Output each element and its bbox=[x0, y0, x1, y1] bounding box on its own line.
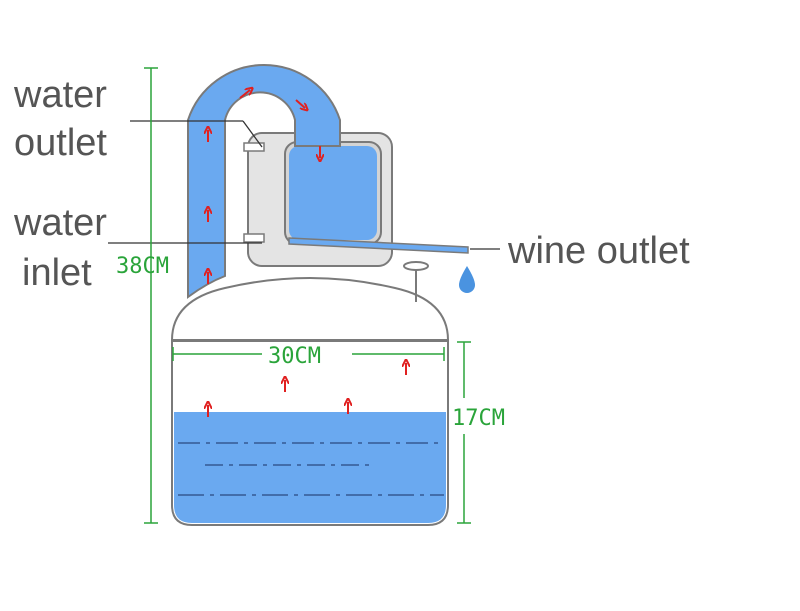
dimension-pot-height: 17CM bbox=[452, 406, 505, 431]
vapor-tube bbox=[187, 64, 341, 299]
flow-arrow bbox=[295, 99, 305, 108]
water-inlet-label-line1: water bbox=[13, 202, 107, 244]
pot-water bbox=[174, 412, 446, 523]
dimension-width: 30CM bbox=[268, 344, 321, 369]
flow-arrows bbox=[208, 90, 406, 417]
thermometer bbox=[403, 261, 429, 302]
water-inlet-label-line2: inlet bbox=[22, 252, 92, 294]
boiler-pot bbox=[170, 277, 450, 526]
water-outlet-label-line2: outlet bbox=[14, 122, 107, 164]
condenser-water bbox=[289, 146, 377, 240]
wine-outlet-tube bbox=[288, 237, 469, 254]
flow-arrow bbox=[239, 90, 250, 99]
dimension-height-total: 38CM bbox=[116, 254, 169, 279]
wine-outlet-label: wine outlet bbox=[507, 230, 690, 272]
water-outlet-label-line1: water bbox=[13, 74, 107, 116]
wine-drop bbox=[459, 266, 475, 293]
leader-lines bbox=[108, 120, 500, 250]
dimension-lines bbox=[144, 67, 471, 524]
pot-lid bbox=[170, 277, 450, 341]
